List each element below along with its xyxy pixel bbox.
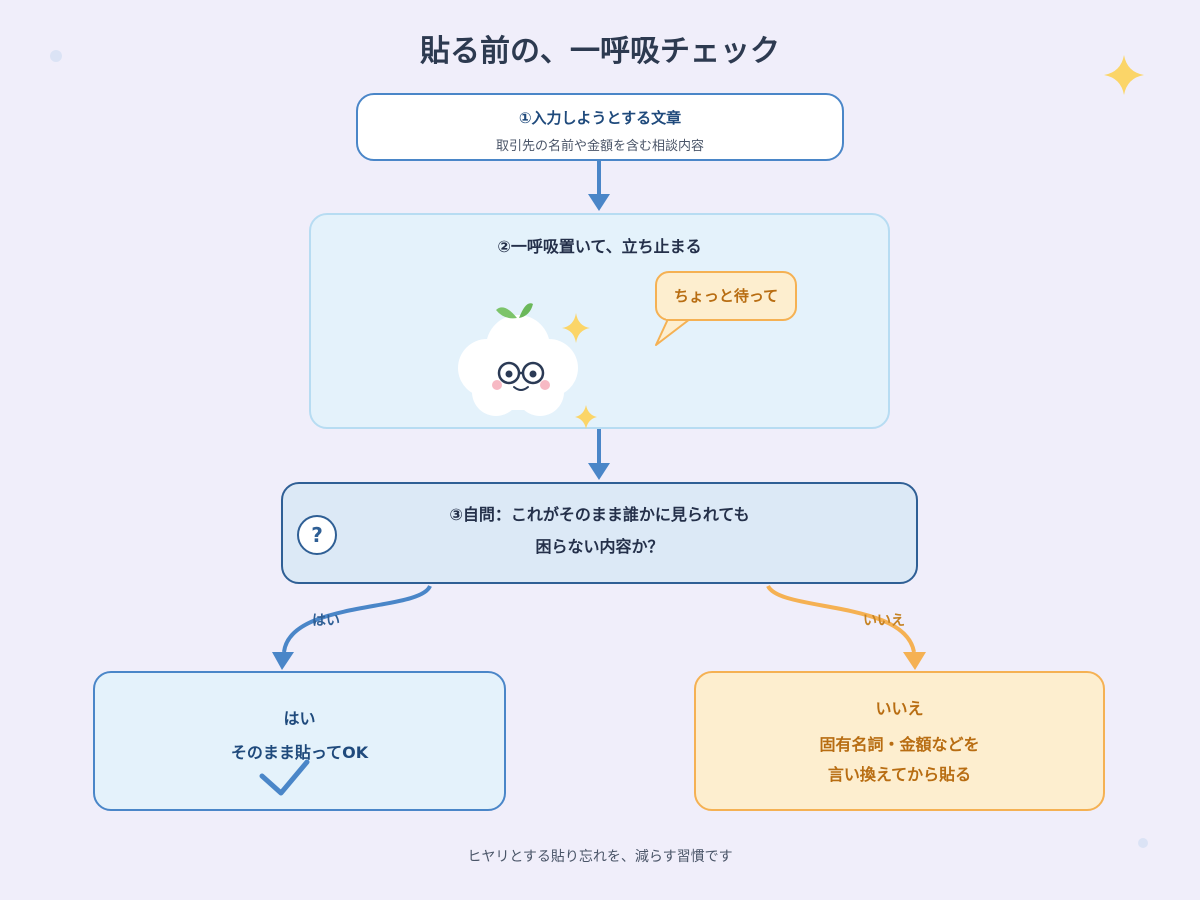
no-result-box: いいえ 固有名詞・金額などを 言い換えてから貼る bbox=[694, 671, 1105, 811]
step3-box: ③自問：これがそのまま誰かに見られても 困らない内容か？ bbox=[281, 482, 918, 584]
cloud-mascot-icon bbox=[458, 303, 578, 416]
no-title: いいえ bbox=[875, 699, 924, 718]
sparkle-icon bbox=[1104, 55, 1144, 95]
footer-note: ヒヤリとする貼り忘れを、減らす習慣です bbox=[467, 849, 733, 865]
yes-edge-label: はい bbox=[312, 613, 340, 629]
step3-question-line1: ③自問：これがそのまま誰かに見られても bbox=[449, 505, 750, 524]
arrow-no-branch bbox=[766, 584, 926, 670]
arrow-step1-to-step2 bbox=[588, 161, 610, 211]
arrow-yes-branch bbox=[272, 584, 432, 670]
sparkle-icon bbox=[562, 313, 590, 343]
step2-box: ②一呼吸置いて、立ち止まる bbox=[309, 213, 890, 429]
step1-title: ①入力しようとする文章 bbox=[518, 109, 682, 127]
yes-result-box: はい そのまま貼ってOK bbox=[93, 671, 506, 811]
sparkle-icon bbox=[575, 405, 597, 429]
no-message-line2: 言い換えてから貼る bbox=[827, 765, 972, 784]
step1-box: ①入力しようとする文章 取引先の名前や金額を含む相談内容 bbox=[356, 93, 844, 161]
yes-message: そのまま貼ってOK bbox=[230, 743, 369, 762]
leaf-icon bbox=[496, 307, 517, 319]
arrow-step2-to-step3 bbox=[588, 429, 610, 480]
page-title: 貼る前の、一呼吸チェック bbox=[420, 34, 780, 69]
decor-dot bbox=[50, 50, 62, 62]
step1-subtitle: 取引先の名前や金額を含む相談内容 bbox=[495, 139, 704, 154]
step3-question-line2: 困らない内容か？ bbox=[535, 537, 664, 556]
speech-bubble: ちょっと待って bbox=[655, 271, 797, 321]
no-edge-label: いいえ bbox=[863, 613, 905, 629]
checkmark-icon bbox=[259, 759, 310, 796]
question-icon: ? bbox=[297, 515, 337, 555]
step2-title: ②一呼吸置いて、立ち止まる bbox=[497, 237, 702, 256]
leaf-icon bbox=[519, 303, 533, 318]
yes-title: はい bbox=[283, 709, 316, 728]
no-message-line1: 固有名詞・金額などを bbox=[819, 735, 980, 754]
decor-dot bbox=[1138, 838, 1148, 848]
